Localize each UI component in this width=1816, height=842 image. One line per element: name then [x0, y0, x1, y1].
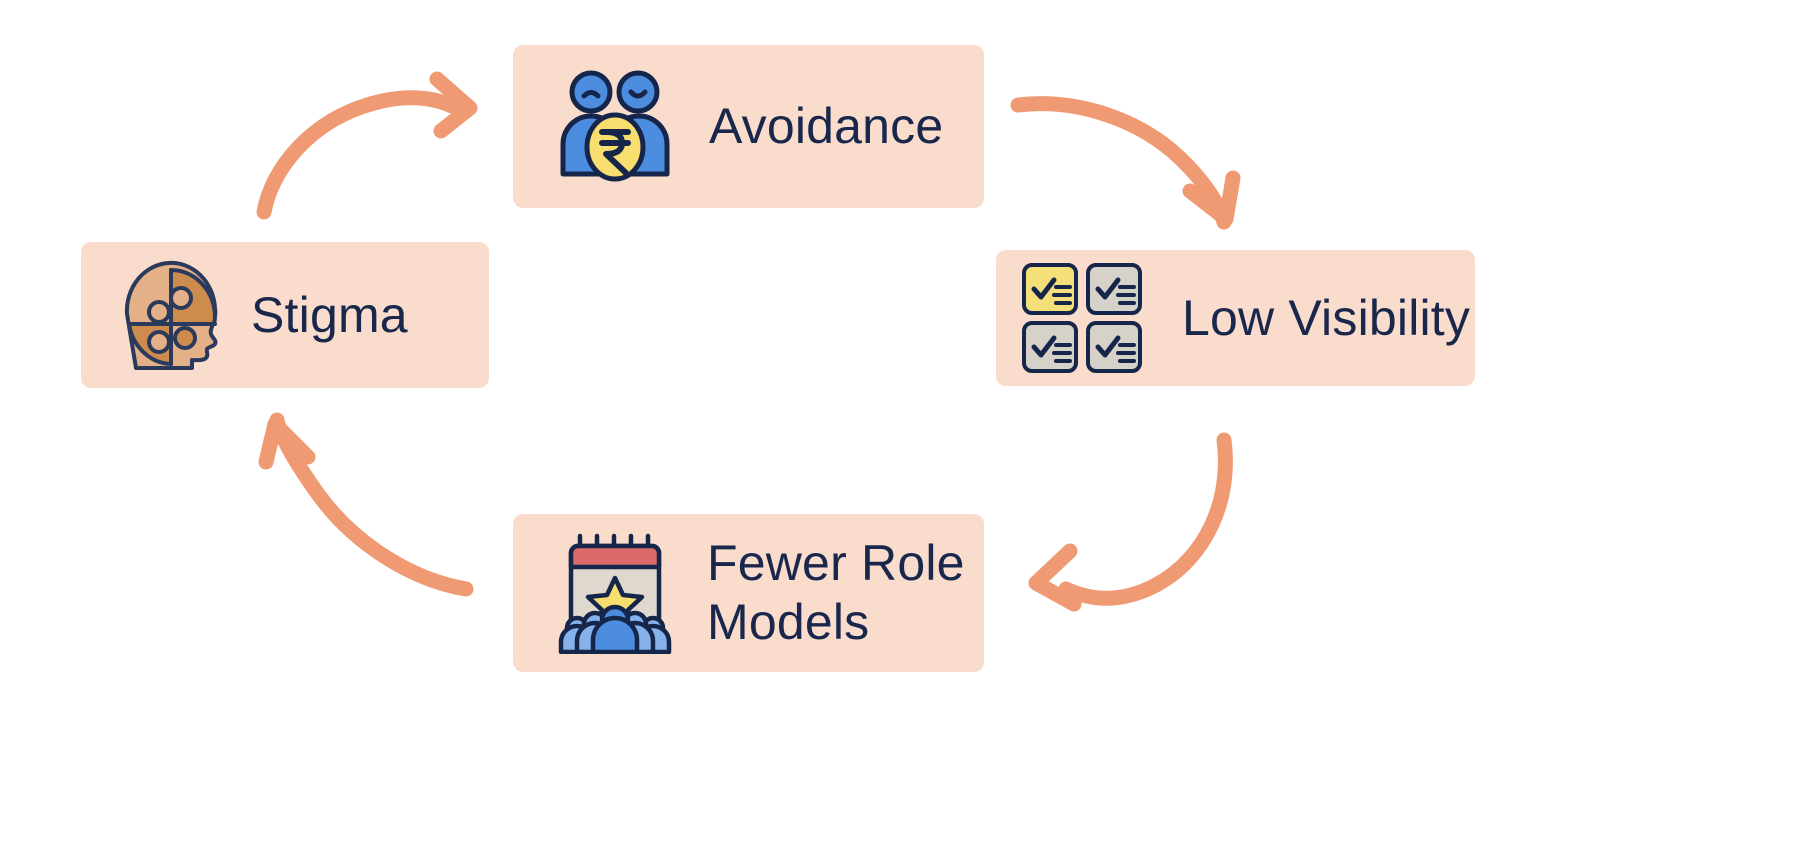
calendar-star-people-icon	[555, 532, 675, 654]
arrow-avoidance-to-low-visibility	[1010, 96, 1241, 230]
node-stigma-label: Stigma	[251, 286, 408, 343]
node-low-visibility-label: Low Visibility	[1182, 289, 1471, 346]
checklist-grid-icon	[1018, 259, 1146, 377]
puzzle-head-icon	[121, 260, 225, 370]
node-stigma[interactable]: Stigma	[81, 242, 489, 388]
node-avoidance-label: Avoidance	[709, 98, 944, 154]
arrow-stigma-to-avoidance	[256, 71, 478, 220]
node-low-visibility[interactable]: Low Visibility	[996, 250, 1475, 386]
node-avoidance[interactable]: Avoidance	[513, 45, 984, 208]
arrow-low-visibility-to-fewer-role-models	[1028, 432, 1233, 612]
node-fewer-role-models[interactable]: Fewer Role Models	[513, 514, 984, 672]
node-fewer-role-models-label: Fewer Role Models	[707, 535, 965, 650]
two-people-rupee-coin-icon	[553, 68, 679, 186]
arrow-fewer-role-models-to-stigma	[258, 412, 474, 597]
